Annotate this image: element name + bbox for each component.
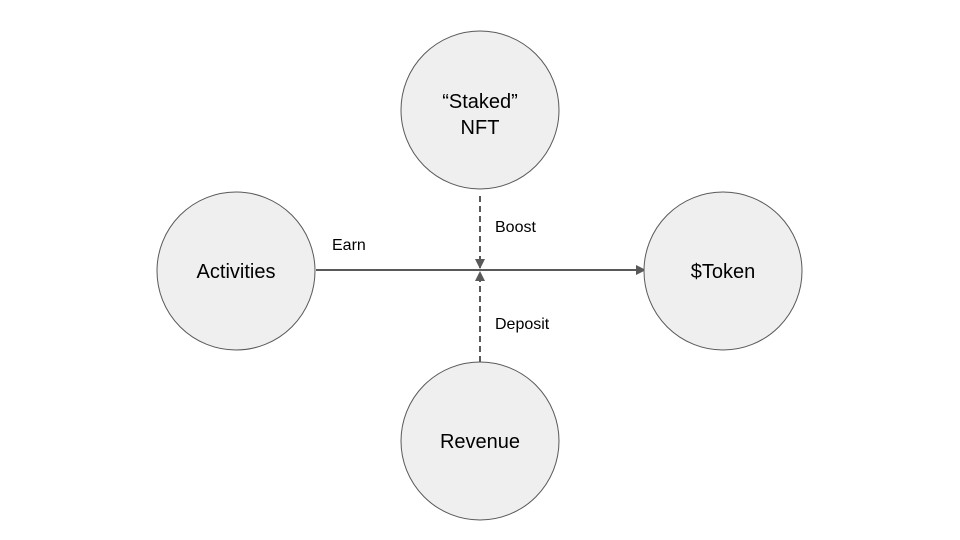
token-label: $Token: [691, 261, 756, 283]
node-token: $Token: [643, 191, 803, 351]
deposit-label: Deposit: [495, 316, 550, 333]
token-circle: [643, 191, 803, 351]
staked-nft-label-line2: NFT: [461, 117, 500, 139]
revenue-label: Revenue: [440, 431, 520, 453]
staked-nft-label-line1: “Staked”: [442, 91, 518, 113]
node-staked-nft: “Staked” NFT: [400, 30, 560, 190]
revenue-circle: [400, 361, 560, 521]
staked-nft-circle: [400, 30, 560, 190]
activities-circle: [156, 191, 316, 351]
activities-label: Activities: [197, 261, 276, 283]
node-revenue: Revenue: [400, 361, 560, 521]
boost-label: Boost: [495, 219, 536, 236]
earn-label: Earn: [332, 237, 366, 254]
node-activities: Activities: [156, 191, 316, 351]
